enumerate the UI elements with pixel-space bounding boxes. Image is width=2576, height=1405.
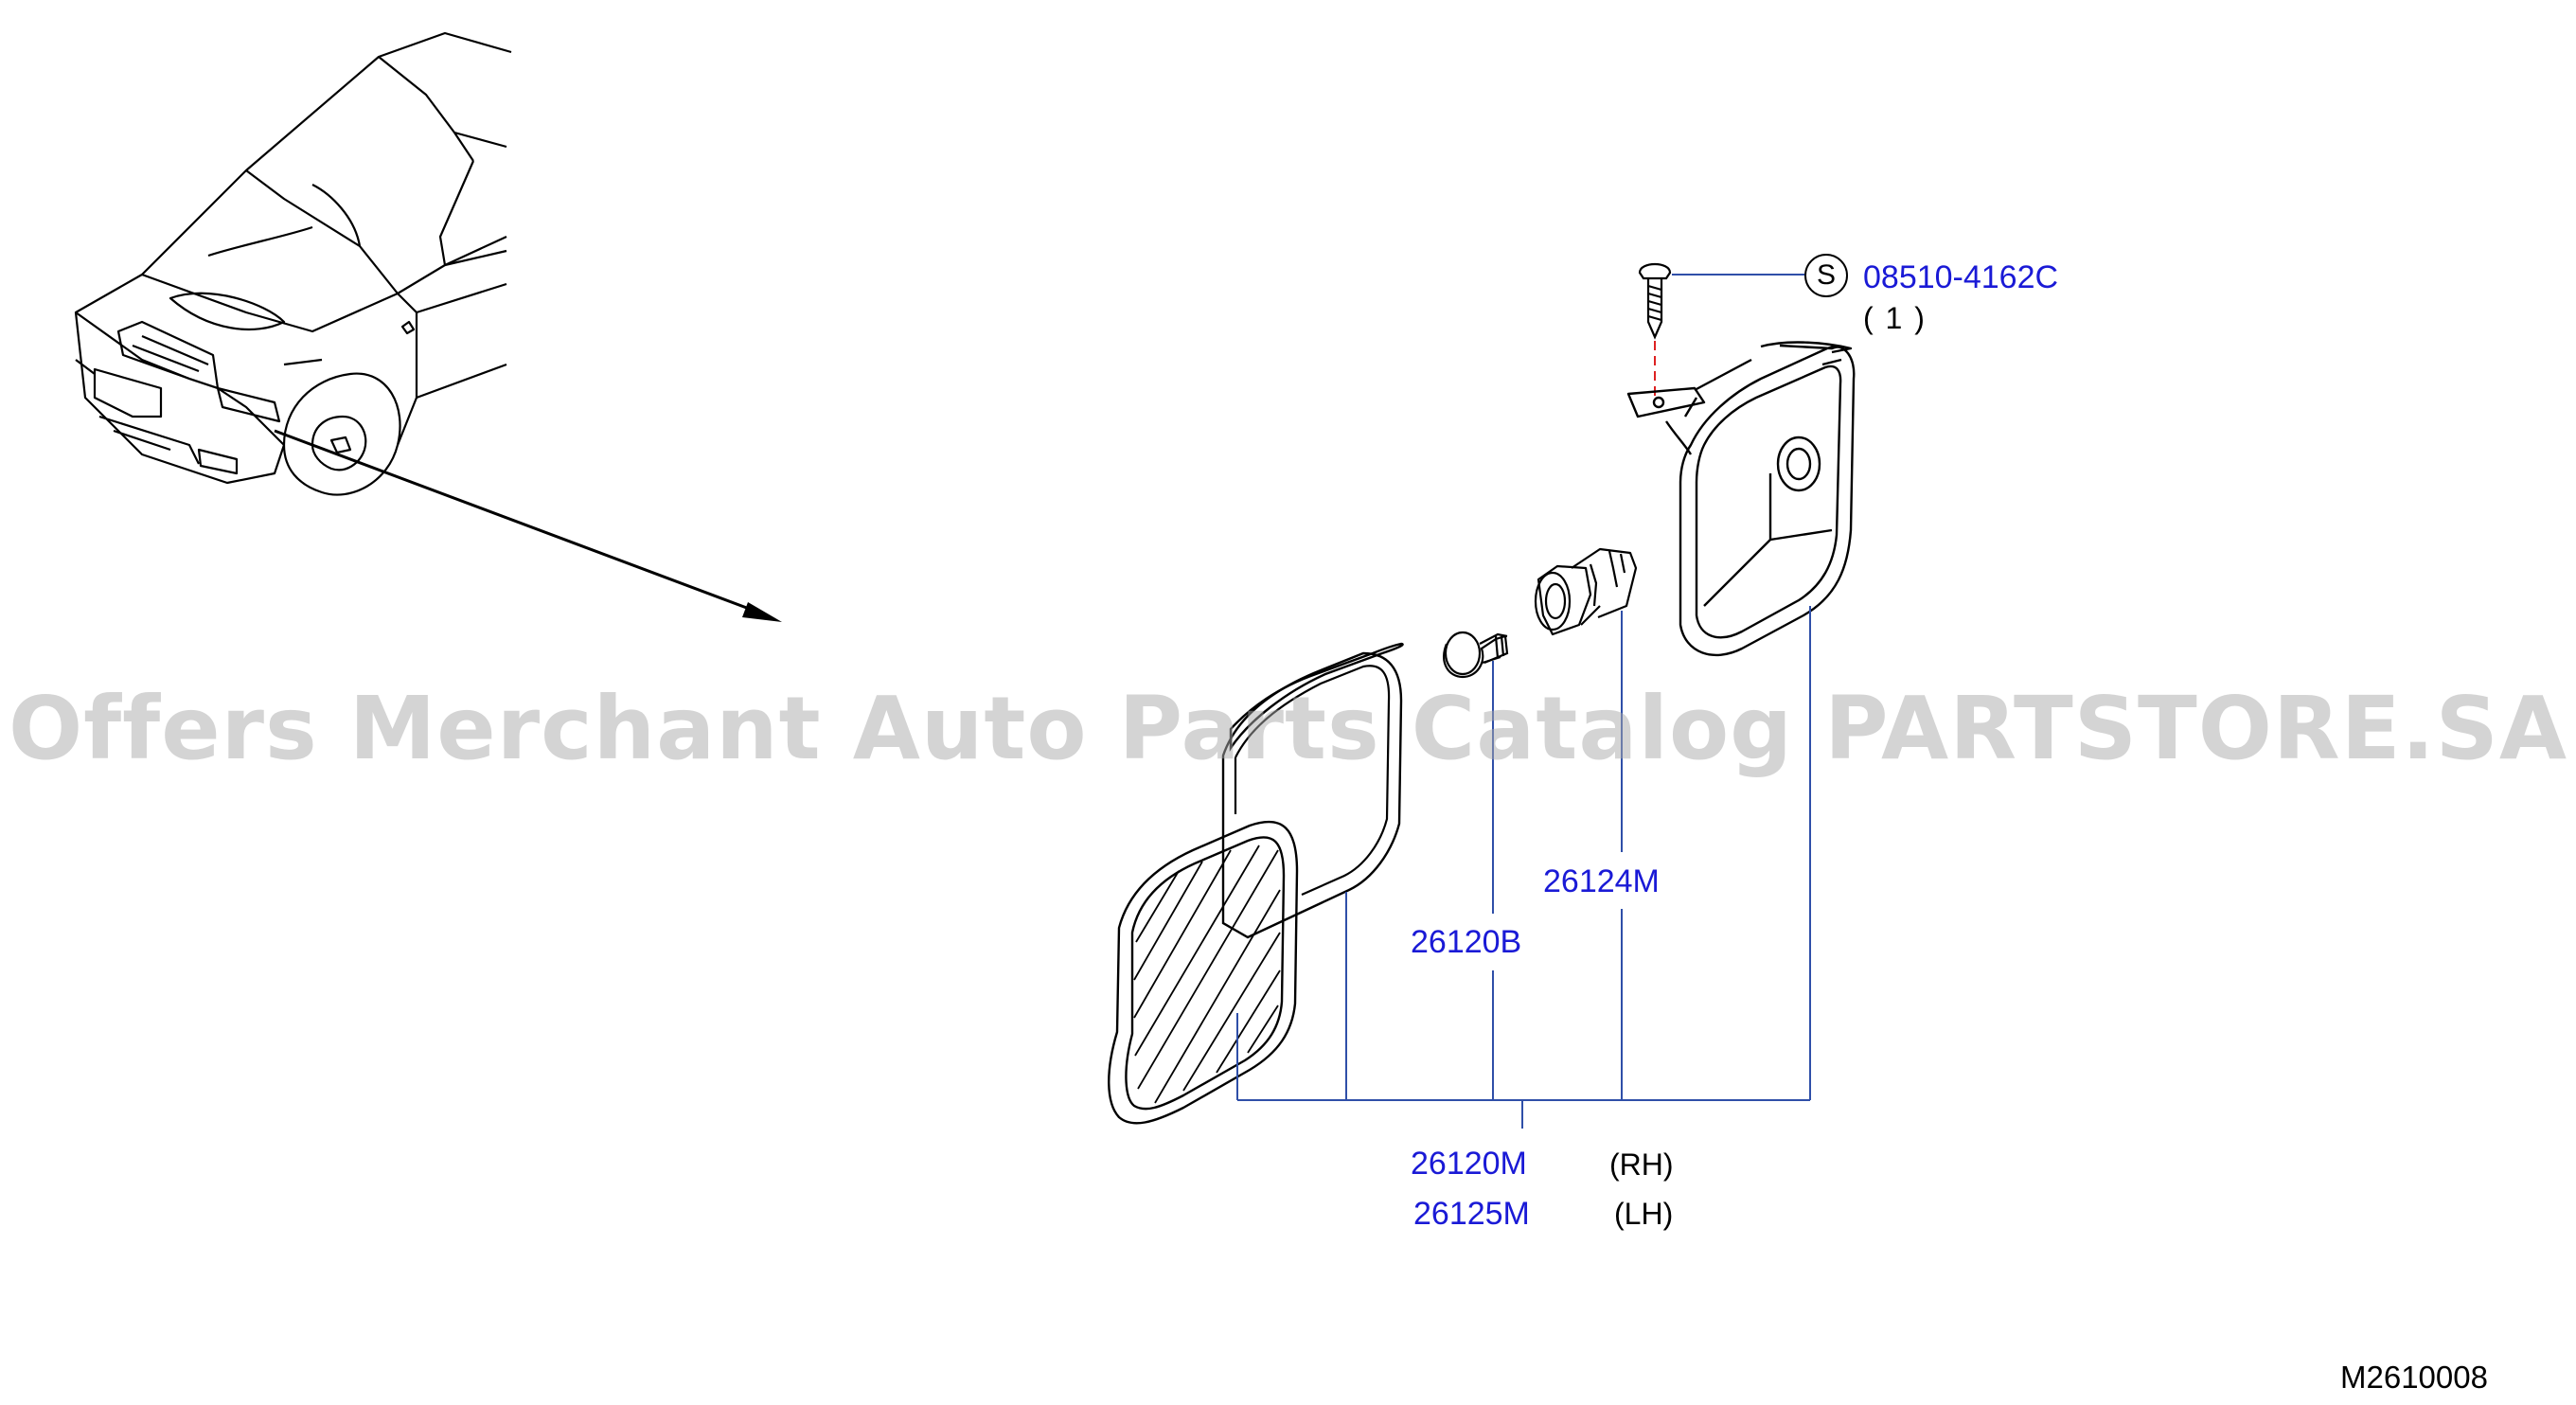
lamp-housing: [1626, 341, 1856, 657]
bulb-socket-icon: [1534, 547, 1638, 636]
lamp-rh-part-link[interactable]: 26120M: [1411, 1146, 1527, 1182]
lamp-gasket-outline: [1221, 651, 1403, 939]
lamp-lh-part-link[interactable]: 26125M: [1413, 1196, 1530, 1232]
lamp-gasket-inner: [1234, 665, 1391, 897]
lh-note: (LH): [1614, 1197, 1674, 1231]
screw-part-number-link[interactable]: 08510-4162C: [1863, 259, 2059, 295]
watermark: Offers Merchant Auto Parts Catalog PARTS…: [8, 678, 2568, 779]
callout-arrow: [274, 429, 782, 622]
lamp-lens: [1108, 820, 1299, 1125]
part-leader-lines: [1236, 606, 1811, 1129]
diagram-code: M2610008: [2340, 1360, 2488, 1395]
bulb-part-link[interactable]: 26120B: [1411, 924, 1522, 960]
bulb-socket-part-link[interactable]: 26124M: [1543, 863, 1660, 899]
bulb-icon: [1443, 631, 1509, 679]
screw-quantity: ( 1 ): [1863, 301, 1927, 335]
vehicle-illustration: [74, 31, 512, 496]
standard-part-badge: S: [1804, 254, 1848, 297]
screw-icon: [1638, 262, 1672, 340]
rh-note: (RH): [1609, 1147, 1674, 1182]
